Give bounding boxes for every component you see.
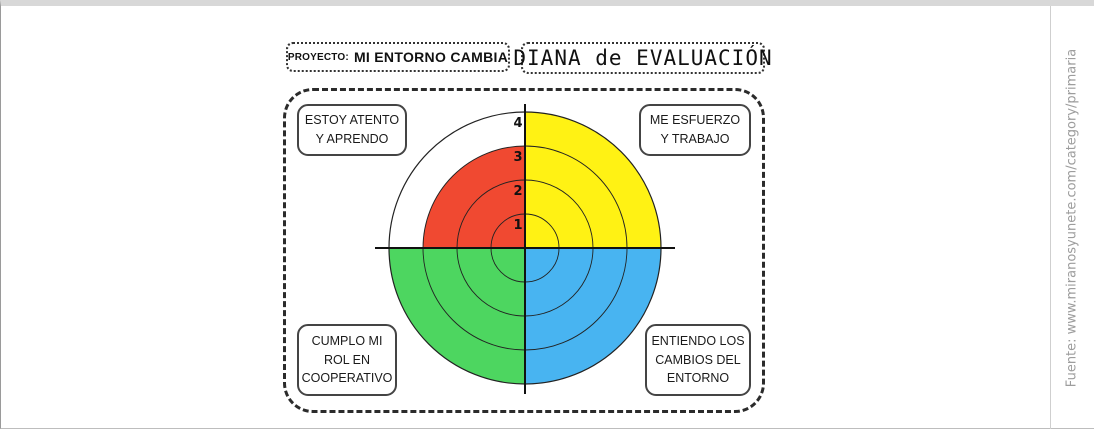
sector-bottom-right bbox=[525, 248, 661, 384]
source-credit: Fuente: www.miranosyunete.com/category/p… bbox=[1064, 48, 1080, 388]
quadrant-label-top-right: ME ESFUERZO Y TRABAJO bbox=[639, 104, 751, 156]
document-title: DIANA de EVALUACIÓN bbox=[513, 46, 773, 70]
evaluation-target-sheet: PROYECTO: MI ENTORNO CAMBIA DIANA de EVA… bbox=[277, 36, 772, 416]
quadrant-label-bottom-right: ENTIENDO LOS CAMBIOS DEL ENTORNO bbox=[645, 324, 751, 396]
project-prefix: PROYECTO: bbox=[287, 51, 349, 63]
project-name: MI ENTORNO CAMBIA bbox=[353, 49, 509, 65]
sector-top-left bbox=[423, 146, 525, 248]
ring-labels-group: 1 2 3 4 bbox=[513, 116, 522, 233]
dashed-border bbox=[283, 88, 765, 413]
project-box: PROYECTO: MI ENTORNO CAMBIA bbox=[286, 42, 510, 72]
quadrant-label-top-left: ESTOY ATENTO Y APRENDO bbox=[297, 104, 407, 156]
ring-label-3: 3 bbox=[513, 150, 522, 165]
sectors-group bbox=[389, 112, 661, 384]
ring-label-4: 4 bbox=[513, 116, 522, 131]
side-divider bbox=[1050, 6, 1051, 429]
ring-label-1: 1 bbox=[513, 218, 522, 233]
axes-group bbox=[375, 104, 675, 394]
title-box: DIANA de EVALUACIÓN bbox=[513, 42, 772, 74]
ring-label-2: 2 bbox=[513, 184, 522, 199]
quadrant-label-bottom-left: CUMPLO MI ROL EN COOPERATIVO bbox=[297, 324, 397, 396]
sector-top-right bbox=[525, 112, 661, 248]
target-diagram: 1 2 3 4 bbox=[375, 104, 675, 394]
sector-bottom-left bbox=[389, 248, 525, 384]
